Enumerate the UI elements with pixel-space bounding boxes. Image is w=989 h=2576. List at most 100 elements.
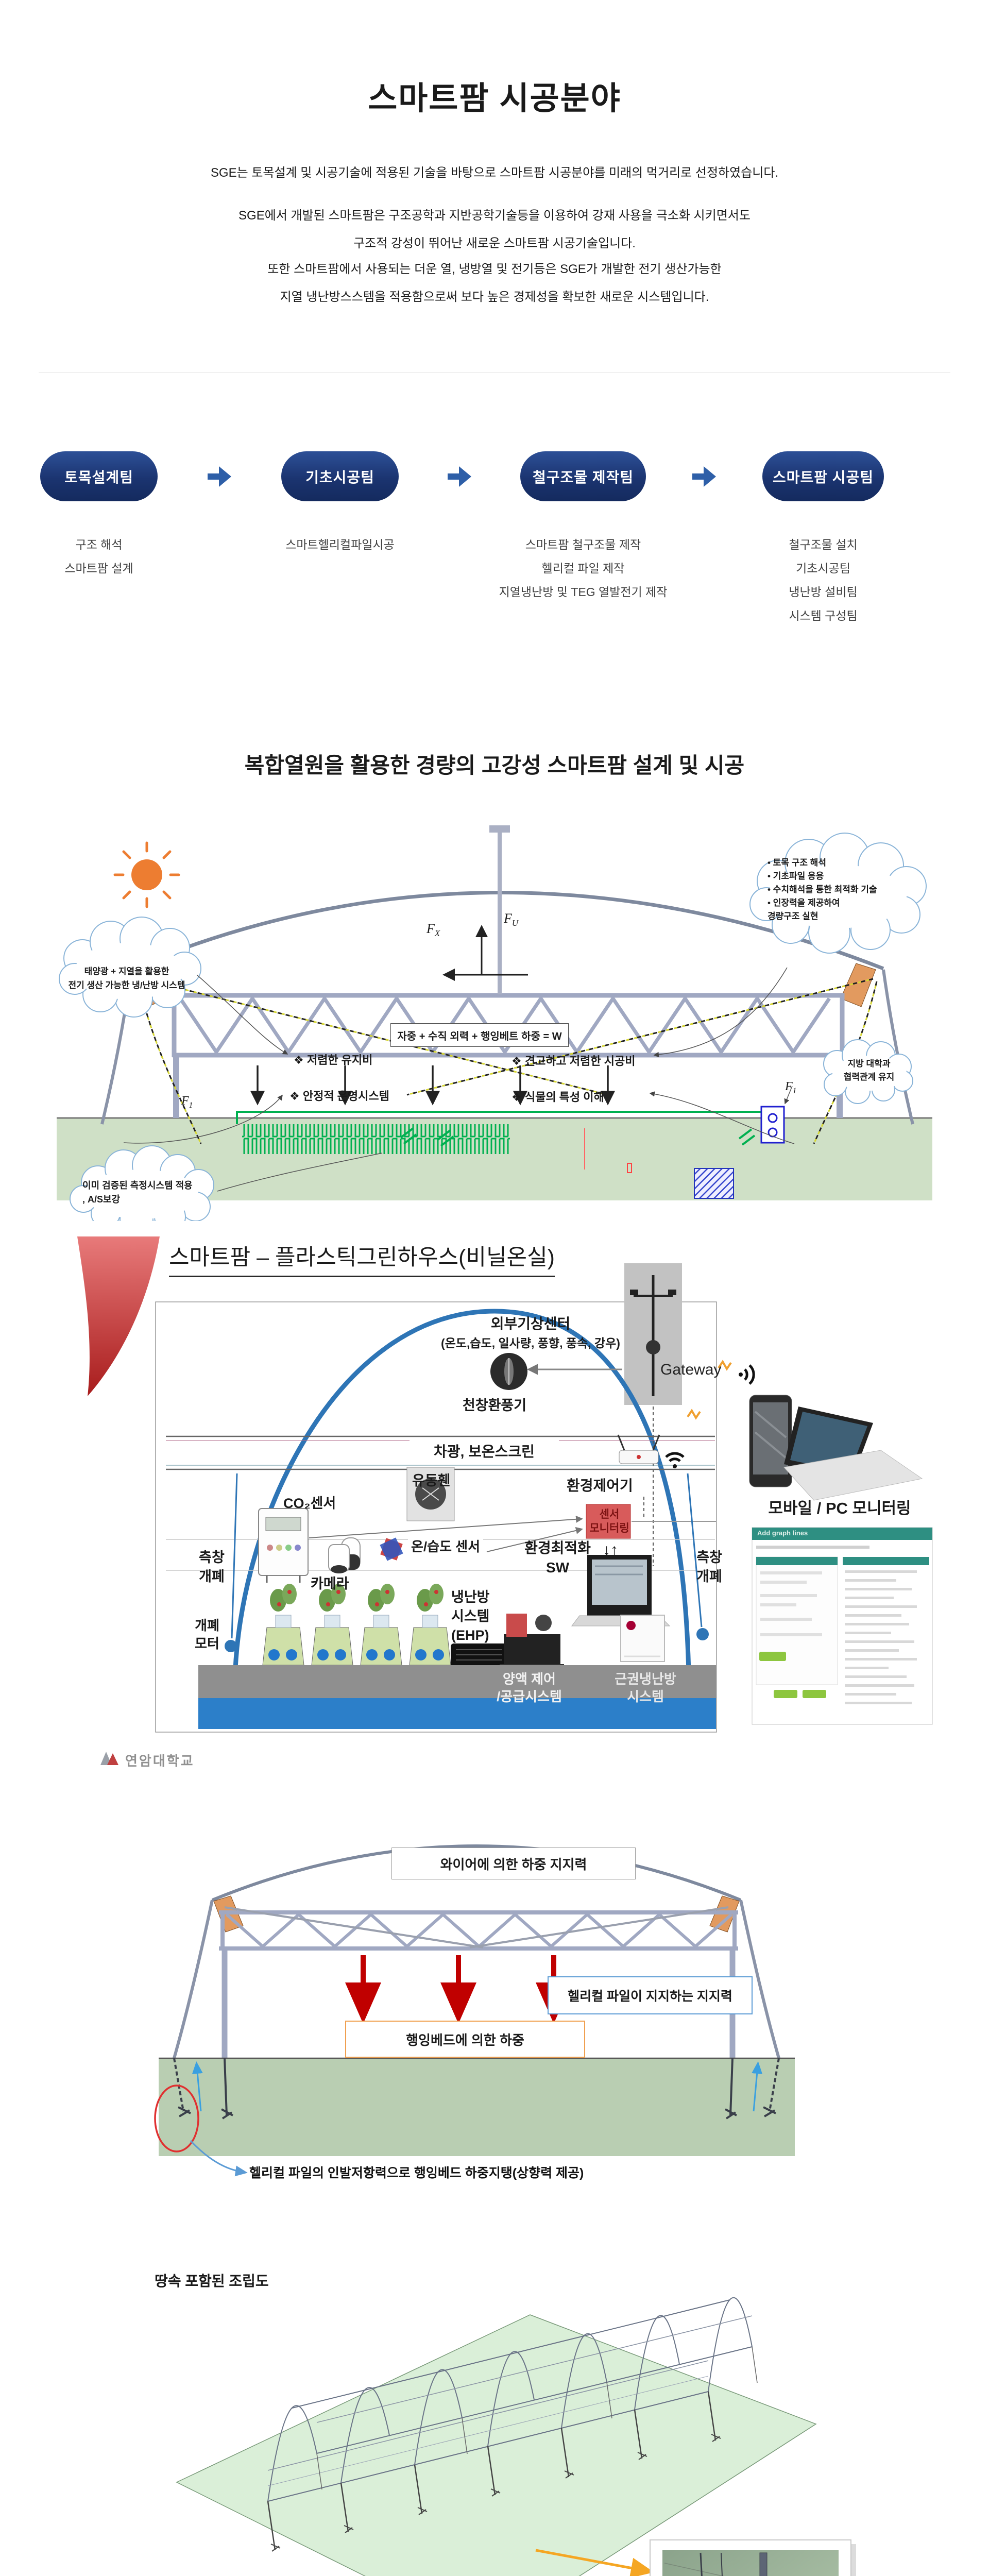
inset-callout-arrow <box>535 2549 654 2576</box>
process-desc-smartfarm: 철구조물 설치 기초시공팀 냉난방 설비팀 시스템 구성팀 <box>789 538 858 622</box>
fig2-hvac-label: 냉난방 시스템 (EHP) <box>451 1589 490 1643</box>
flow-arrow-icon <box>692 466 716 487</box>
fig1-force-f1-right: F1 <box>785 1080 797 1095</box>
process-desc-foundation: 스마트헬리컬파일시공 <box>285 538 395 551</box>
roof-arch <box>211 1844 742 1902</box>
ground-plane <box>176 2314 817 2576</box>
weather-station-icon <box>624 1263 682 1405</box>
process-step-smartfarm: 스마트팜 시공팀 <box>762 451 884 501</box>
process-desc-civil-design: 구조 해석 스마트팜 설계 <box>64 538 133 575</box>
sw-monitor-icon <box>571 1555 671 1626</box>
process-desc-steel-fab: 스마트팜 철구조물 제작 헬리컬 파일 제작 지열냉난방 및 TEG 열발전기 … <box>499 538 668 599</box>
fig2-temp-humid-label: 온/습도 센서 <box>408 1536 484 1555</box>
water-layer <box>198 1698 716 1729</box>
fig1-cloud-bottomleft-label: 이미 검증된 측정시스템 적용 , A/S보강 <box>82 1180 193 1205</box>
fig2-co2-label: CO₂센서 <box>283 1496 336 1511</box>
intro-paragraph-3: 또한 스마트팜에서 사용되는 더운 열, 냉방열 및 전기등은 SGE가 개발한… <box>267 262 722 304</box>
fig1-bullet-plant: ❖ 식물의 특성 이해 <box>511 1091 604 1104</box>
fig2-weather-sublabel: (온도,습도, 일사량, 풍향, 풍속, 강우) <box>441 1336 620 1350</box>
fig2-root-hvac-label: 근권냉난방 시스템 <box>615 1671 676 1704</box>
fig2-university-label: 연암대학교 <box>125 1753 195 1769</box>
signal-icon <box>739 1364 755 1385</box>
process-step-foundation: 기초시공팀 <box>281 451 399 501</box>
sensor-monitoring-box <box>586 1504 631 1539</box>
circulation-fan-icon <box>406 1467 455 1521</box>
section2-title: 복합열원을 활용한 경량의 고강성 스마트팜 설계 및 시공 <box>244 753 745 777</box>
heat-pump-icon <box>760 1106 785 1144</box>
fig4-caption: 땅속 포함된 조립도 <box>155 2273 269 2289</box>
uplift-arrows <box>192 2061 763 2112</box>
fig1-bullet-cost: ❖ 견고하고 저렴한 시공비 <box>511 1055 636 1067</box>
cloud-right <box>823 1039 913 1104</box>
assembly-3d-diagram <box>176 2297 856 2576</box>
process-step-civil-design: 토목설계팀 <box>40 451 158 501</box>
fig1-bullet-stable: ❖ 안정적 운영시스템 <box>289 1090 389 1103</box>
fig2-title: 스마트팜 – 플라스틱그린하우스(비닐온실) <box>169 1240 555 1277</box>
fig2-side-vent-right-label: 측창 개폐 <box>696 1550 722 1584</box>
fig1-bullet-maintenance: ❖ 저렴한 유지비 <box>294 1054 373 1066</box>
roof-fan-icon <box>490 1353 527 1390</box>
fig2-side-vent-left-label: 측창 개폐 <box>199 1550 225 1584</box>
plant-beds <box>262 1584 451 1666</box>
force-arrows <box>442 925 528 981</box>
corner-brace <box>840 963 876 1007</box>
router-icon <box>617 1434 660 1464</box>
hanging-load-arrows <box>345 1955 572 2024</box>
university-logo-icon <box>100 1752 118 1765</box>
fig2-sensor-monitoring-label: 센서 모니터링 <box>589 1509 629 1534</box>
lg-unit-icon <box>620 1615 665 1662</box>
fig1-force-fx: FX <box>427 921 440 939</box>
ribbon-decoration <box>77 1236 160 1396</box>
fig2-camera-label: 카메라 <box>311 1576 349 1591</box>
fig1-cloud-left-label: 태양광 + 지열을 활용한 전기 생산 가능한 냉/난방 시스템 <box>68 967 185 990</box>
process-step-steel-fab: 철구조물 제작팀 <box>520 451 646 501</box>
fig2-mobile-label: 모바일 / PC 모니터링 <box>768 1499 911 1517</box>
intro-paragraph-2: SGE에서 개발된 스마트팜은 구조공학과 지반공학기술등을 이용하여 강재 사… <box>238 209 751 250</box>
wifi-icon <box>665 1452 685 1468</box>
fig2-gateway-label: Gateway <box>660 1361 722 1378</box>
structure-concept-diagram <box>57 825 932 1221</box>
fig3-hanging-box: 행잉베드에 의한 하중 <box>345 2021 585 2058</box>
geothermal-loop <box>236 1111 761 1173</box>
fig2-controller-label: 환경제어기 <box>567 1478 633 1494</box>
fig3-note: 헬리컬 파일의 인발저항력으로 행잉베드 하중지탱(상향력 제공) <box>249 2166 584 2180</box>
fig2-nutrient-label: 양액 제어 /공급시스템 <box>497 1671 562 1704</box>
underground-tank <box>694 1168 734 1199</box>
underground-piles <box>267 2346 758 2552</box>
load-arrows <box>250 1065 615 1106</box>
fig3-helical-box: 헬리컬 파일이 지지하는 지지력 <box>548 1976 753 2014</box>
support-wires <box>224 1906 729 1948</box>
flow-arrow-icon <box>208 466 231 487</box>
fig2-updown-arrows: ↓↑ <box>603 1541 618 1558</box>
nutrient-machine-icon <box>500 1614 564 1668</box>
co2-sensor-icon <box>258 1508 309 1583</box>
greenhouse-system-diagram <box>77 1236 933 1765</box>
diagram-border <box>155 1301 717 1733</box>
page-title: 스마트팜 시공분야 <box>368 81 621 116</box>
fig2-weather-label: 외부기상센터 <box>490 1316 571 1332</box>
temp-humidity-sensor-icons <box>341 1537 403 1570</box>
fig2-screen-label: 차광, 보온스크린 <box>410 1438 559 1463</box>
floor <box>198 1665 716 1698</box>
helical-pile-inset <box>650 2539 856 2576</box>
phone-icon <box>749 1395 792 1487</box>
intro-paragraph-1: SGE는 토목설계 및 시공기술에 적용된 기술을 바탕으로 스마트팜 시공분야… <box>210 166 779 180</box>
truss <box>172 993 845 1118</box>
cloud-bottom-left <box>70 1145 214 1221</box>
fig2-opt-sw-label: 환경최적화 SW <box>524 1540 591 1575</box>
fig1-cloud-topright-label: • 토목 구조 해석 • 기초파일 응용 • 수치해석을 통한 최적화 기술 •… <box>768 858 877 921</box>
cloud-top-right <box>749 833 927 954</box>
fig1-cloud-right-label: 지방 대학과 협력관계 유지 <box>843 1059 895 1082</box>
fig2-webui-header: Add graph lines <box>757 1529 808 1537</box>
cloud-left <box>59 917 201 1018</box>
fig2-roof-fan-label: 천창환풍기 <box>462 1398 527 1413</box>
ground-anchor-icons <box>400 1127 756 1147</box>
webui-screenshot <box>752 1527 933 1725</box>
laptop-icon <box>783 1406 923 1501</box>
sun-icon <box>113 841 180 908</box>
fig3-wire-box: 와이어에 의한 하중 지지력 <box>391 1848 636 1879</box>
camera-icon <box>328 1544 350 1573</box>
annotation-connectors <box>123 967 795 1192</box>
fig1-force-fu: FU <box>504 911 519 928</box>
